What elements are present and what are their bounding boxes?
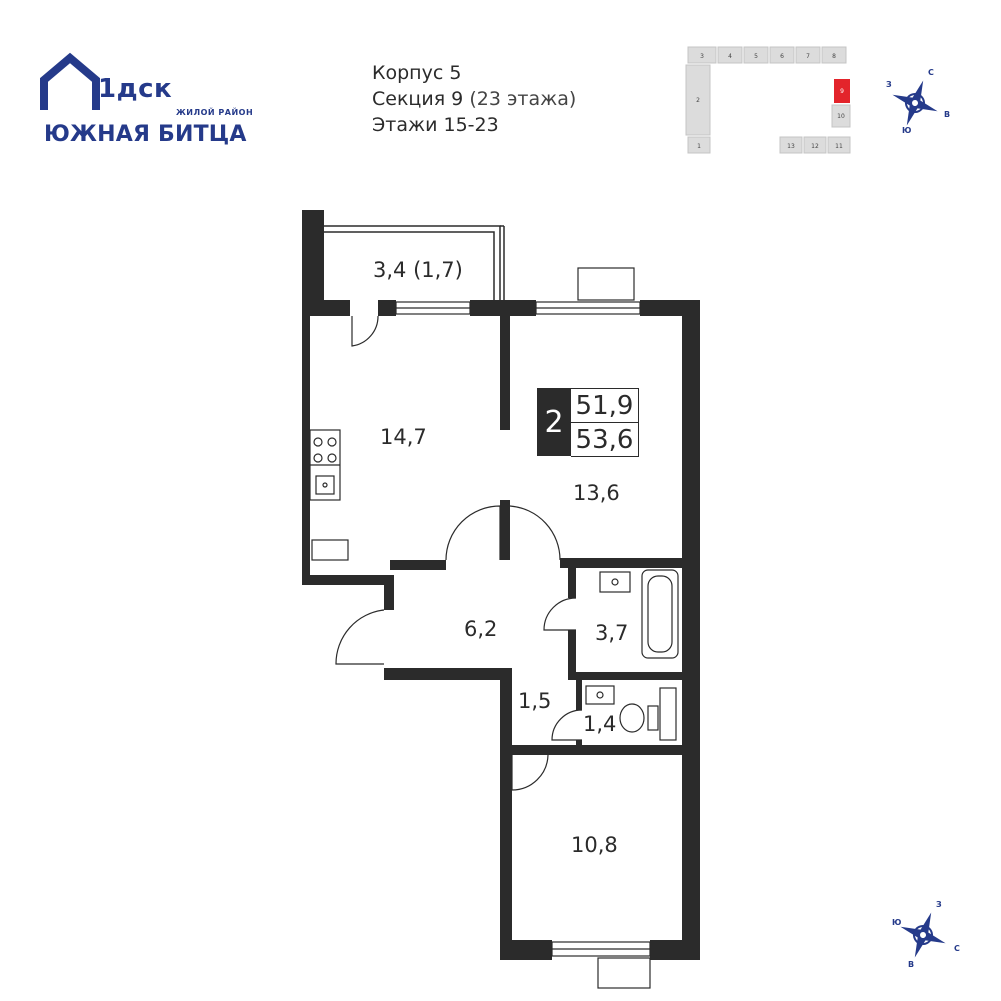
- building-key-plan: 3 4 5 6 7 8 2 1 9 10 11 12 13: [685, 46, 851, 154]
- etazhi-label: Этажи 15-23: [372, 114, 499, 136]
- sekciya-label: Секция 9: [372, 88, 464, 110]
- kp-label-10: 10: [837, 113, 845, 120]
- compass-bottom-n: З: [936, 900, 942, 909]
- keyplan-section-6: [769, 46, 795, 64]
- sekciya-line: Секция 9 (23 этажа): [372, 86, 576, 112]
- keyplan-section-4: [717, 46, 743, 64]
- compass-top-e: В: [944, 110, 951, 119]
- kp-label-8: 8: [832, 53, 836, 60]
- compass-bottom-s: В: [908, 960, 915, 969]
- room-area-corridor: 1,5: [518, 689, 552, 713]
- compass-top: С З Ю В: [880, 68, 950, 138]
- kp-label-7: 7: [806, 53, 810, 60]
- keyplan-section-10: [831, 104, 851, 128]
- kp-label-1: 1: [697, 143, 701, 150]
- area-badge: 2 51,9 53,6: [537, 388, 640, 457]
- keyplan-section-13: [779, 136, 803, 154]
- compass-rose-icon: [900, 912, 946, 958]
- kp-label-6: 6: [780, 53, 784, 60]
- kitchen-fixtures: [309, 429, 349, 561]
- keyplan-section-9-highlight: [834, 79, 850, 103]
- compass-top-w: З: [886, 80, 892, 89]
- balcony-outline: [324, 225, 505, 300]
- room-area-toilet: 1,4: [583, 712, 617, 736]
- kp-label-11: 11: [835, 143, 843, 150]
- keyplan-section-5: [743, 46, 769, 64]
- keyplan-section-8: [821, 46, 847, 64]
- doors: [335, 315, 583, 791]
- sekciya-floors: (23 этажа): [469, 88, 577, 110]
- keyplan-section-12: [803, 136, 827, 154]
- compass-top-n: С: [928, 68, 934, 77]
- compass-bottom-e: С: [954, 944, 960, 953]
- kp-label-5: 5: [754, 53, 758, 60]
- badge-living-area: 51,9: [571, 388, 639, 422]
- room-area-balcony: 3,4 (1,7): [373, 258, 463, 282]
- logo-mark-text: 1дск: [98, 74, 173, 104]
- badge-room-count: 2: [537, 388, 571, 456]
- kp-label-9: 9: [840, 88, 844, 95]
- house-logo-icon: [40, 52, 100, 110]
- keyplan-section-3: [687, 46, 717, 64]
- compass-rose-icon: [892, 80, 938, 126]
- windows: [395, 267, 651, 989]
- compass-bottom: З Ю В С: [888, 900, 960, 970]
- kp-label-13: 13: [787, 143, 795, 150]
- room-area-room-1: 13,6: [573, 481, 620, 505]
- room-area-kitchen: 14,7: [380, 425, 427, 449]
- logo-name: ЮЖНАЯ БИТЦА: [44, 122, 247, 147]
- keyplan-section-2: [685, 64, 711, 136]
- kp-label-2: 2: [696, 97, 700, 104]
- keyplan-section-7: [795, 46, 821, 64]
- logo-subtitle: ЖИЛОЙ РАЙОН: [176, 108, 254, 117]
- keyplan-section-11: [827, 136, 851, 154]
- room-area-room-2: 10,8: [571, 833, 618, 857]
- keyplan-section-1: [687, 136, 711, 154]
- bathroom-fixtures: [585, 569, 679, 741]
- kp-label-3: 3: [700, 53, 704, 60]
- developer-logo: 1дск ЖИЛОЙ РАЙОН ЮЖНАЯ БИТЦА: [40, 52, 290, 152]
- badge-total-area: 53,6: [571, 422, 639, 457]
- room-area-hall: 6,2: [464, 617, 498, 641]
- kp-label-12: 12: [811, 143, 819, 150]
- apartment-info: Корпус 5 Секция 9 (23 этажа) Этажи 15-23: [372, 60, 576, 138]
- kp-label-4: 4: [728, 53, 732, 60]
- compass-top-s: Ю: [902, 126, 912, 135]
- korpus-label: Корпус 5: [372, 62, 462, 84]
- room-area-bathroom: 3,7: [595, 621, 629, 645]
- walls: [302, 210, 700, 960]
- compass-bottom-w: Ю: [892, 918, 902, 927]
